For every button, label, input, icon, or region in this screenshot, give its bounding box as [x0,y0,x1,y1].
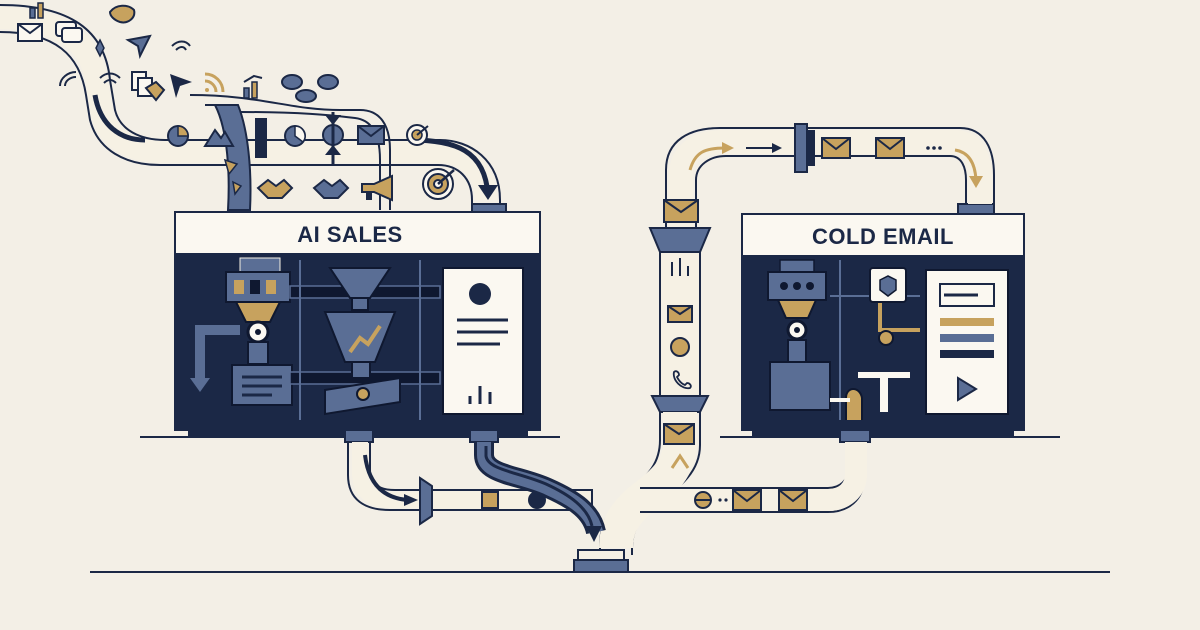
envelope-icon-lower-1 [732,489,762,511]
envelope-icon-lower-2 [778,489,808,511]
handshake-icon-small [108,4,136,24]
wifi-icon-3 [99,72,121,84]
chart-icon [29,2,44,19]
pie-chart-icon-2 [284,125,306,147]
megaphone-icon [361,174,393,202]
phone-icon [672,370,692,390]
envelope-icon-riser-2 [663,423,695,445]
envelope-icon [17,23,43,42]
lower-right-pipe [640,429,871,513]
target-icon-small [406,124,429,146]
ai-sales-label: AI SALES [297,222,402,247]
envelope-icon-top-right-2 [875,137,905,159]
mountain-icon [203,128,235,147]
cold-email-label: COLD EMAIL [812,224,954,249]
sparkle-icon [95,38,105,58]
top-pipe-parts [255,112,344,165]
envelope-icon-pipe [357,125,385,145]
envelope-icon-riser-top [663,199,699,223]
cold-email-machine: COLD EMAIL [741,203,1025,438]
top-right-pipe [663,123,995,228]
ai-sales-machine: AI SALES [174,211,541,438]
chat-bubble-icon [55,21,83,43]
wifi-icon [171,40,191,51]
handshake-icon [256,178,294,199]
pie-chart-icon [167,125,189,147]
handshake-icon-2 [312,178,350,199]
lower-left-pipes [344,429,629,573]
wifi-icon-2 [59,71,77,87]
tag-icon [144,80,166,102]
envelope-icon-top-right-1 [821,137,851,159]
rss-icon [204,72,225,93]
document-stack-icon [131,71,153,97]
arrow-cursor-icon [170,74,192,98]
envelope-icon-riser-1 [667,305,693,323]
cursor-icon [125,34,152,60]
growth-chart-icon [243,74,263,99]
target-icon [422,168,455,200]
chat-bubbles-icon [281,74,339,103]
wedge-icon [223,158,243,196]
